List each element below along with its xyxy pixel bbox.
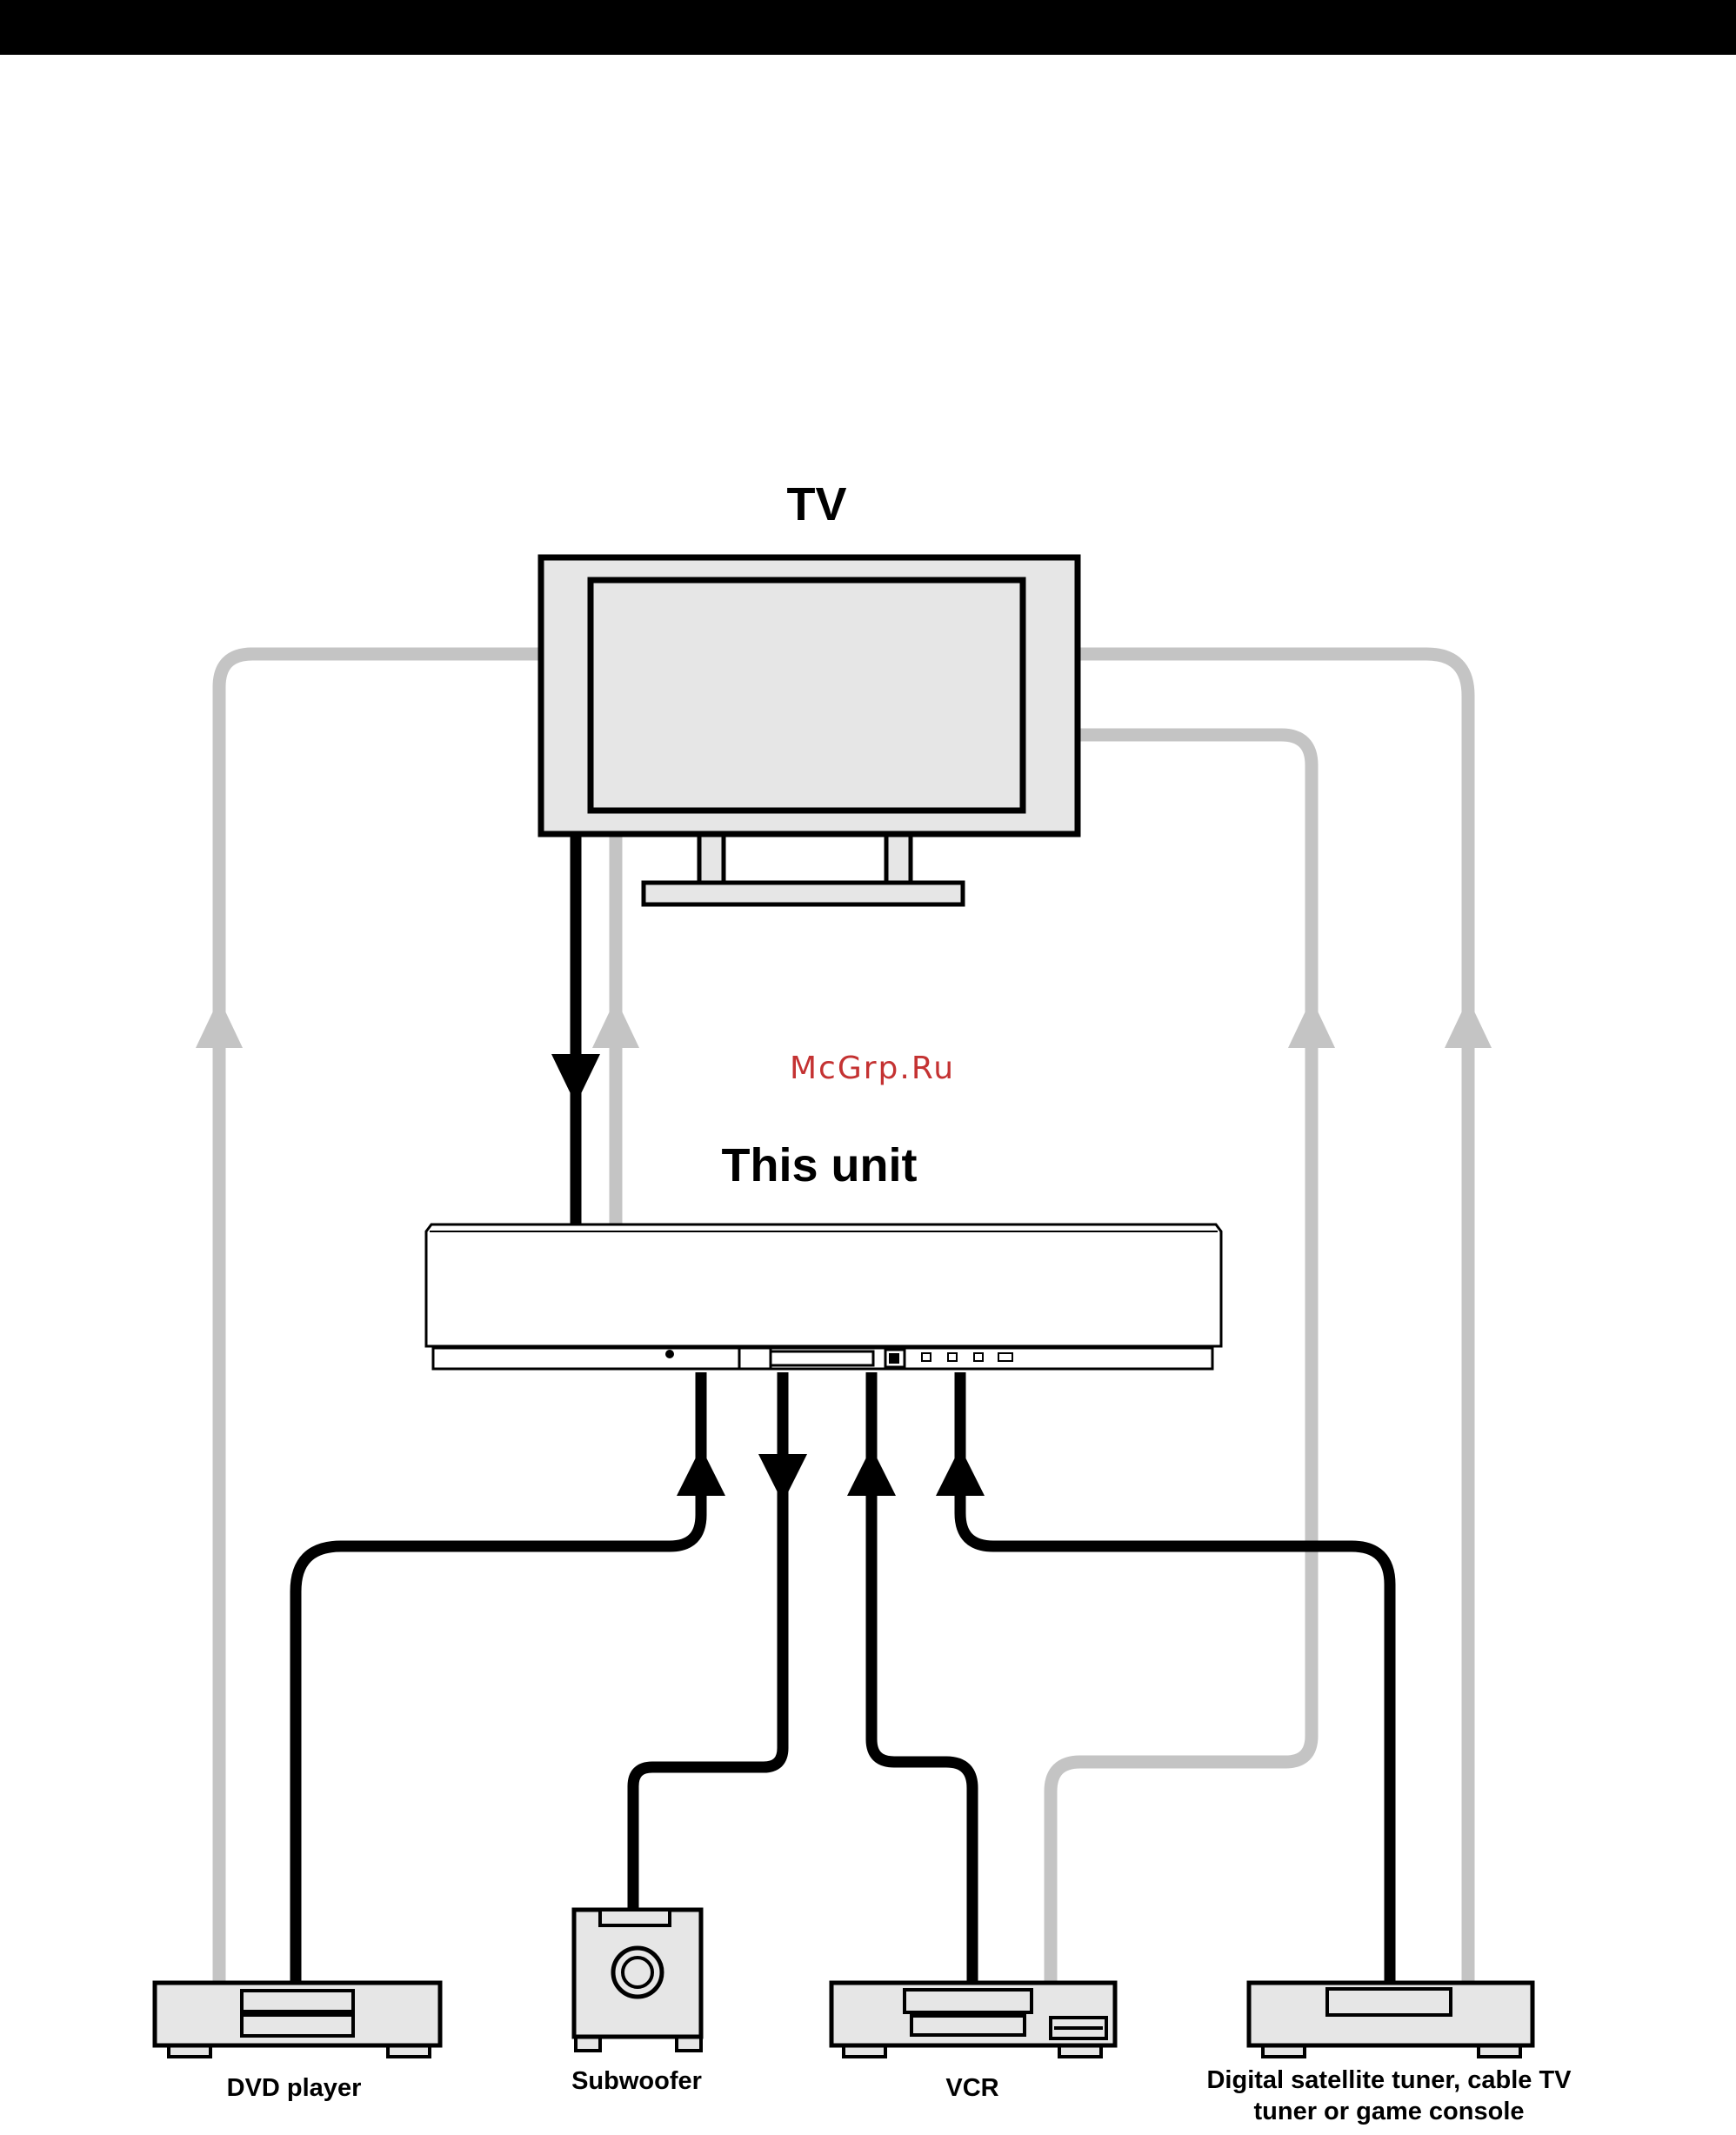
dvd-tray-top: [242, 1991, 353, 2012]
tv-label: TV: [786, 478, 846, 530]
vcr-label: VCR: [945, 2074, 998, 2102]
arrow-up-icon: [1288, 998, 1335, 1048]
satellite-tuner-device: [1249, 1983, 1532, 2057]
vcr-device: [831, 1983, 1115, 2057]
arrow-up-icon: [847, 1447, 896, 1496]
unit-port-block-1: [739, 1348, 771, 1369]
unit-jack-3: [974, 1353, 983, 1361]
watermark-text: McGrp.Ru: [790, 1051, 955, 1086]
subwoofer-top-panel: [600, 1910, 670, 1925]
arrow-up-icon: [936, 1447, 985, 1496]
arrow-down-icon: [758, 1454, 807, 1503]
subwoofer-device: [574, 1910, 701, 2051]
cable-unit-to-subwoofer: [633, 1372, 783, 1910]
unit-port-inner: [889, 1353, 899, 1364]
unit-jack-2: [948, 1353, 957, 1361]
vcr-cassette-slot: [905, 1990, 1032, 2012]
this-unit-label: This unit: [722, 1139, 918, 1191]
arrow-up-icon: [677, 1447, 725, 1496]
satellite-label-line2: tuner or game console: [1253, 2098, 1524, 2125]
satellite-display: [1327, 1989, 1451, 2015]
arrow-up-icon: [1445, 998, 1492, 1048]
unit-jack-1: [922, 1353, 931, 1361]
dvd-tray-bottom: [242, 2015, 353, 2036]
unit-body: [426, 1224, 1221, 1346]
dvd-player-device: [155, 1983, 440, 2057]
subwoofer-label: Subwoofer: [571, 2067, 702, 2095]
dvd-player-label: DVD player: [227, 2074, 362, 2102]
tv-stand-base: [644, 883, 963, 904]
arrow-up-icon: [592, 998, 639, 1048]
cable-dvd-to-unit: [296, 1372, 701, 1983]
arrow-down-icon: [551, 1054, 600, 1104]
arrow-up-icon: [196, 998, 243, 1048]
black-cables: [296, 835, 1390, 1983]
cable-satellite-to-unit: [960, 1372, 1390, 1983]
unit-jack-4: [998, 1353, 1012, 1361]
unit-port-block-2: [771, 1351, 873, 1365]
speaker-cone: [623, 1958, 652, 1987]
vcr-panel: [911, 2016, 1025, 2035]
tv-screen: [591, 580, 1023, 811]
tv-stand-leg-left: [699, 835, 724, 883]
tv-stand-leg-right: [886, 835, 911, 883]
unit-led-dot: [665, 1350, 674, 1358]
gray-arrows: [196, 998, 1492, 1048]
satellite-label-line1: Digital satellite tuner, cable TV: [1206, 2066, 1572, 2094]
this-unit-device: [426, 1224, 1221, 1369]
